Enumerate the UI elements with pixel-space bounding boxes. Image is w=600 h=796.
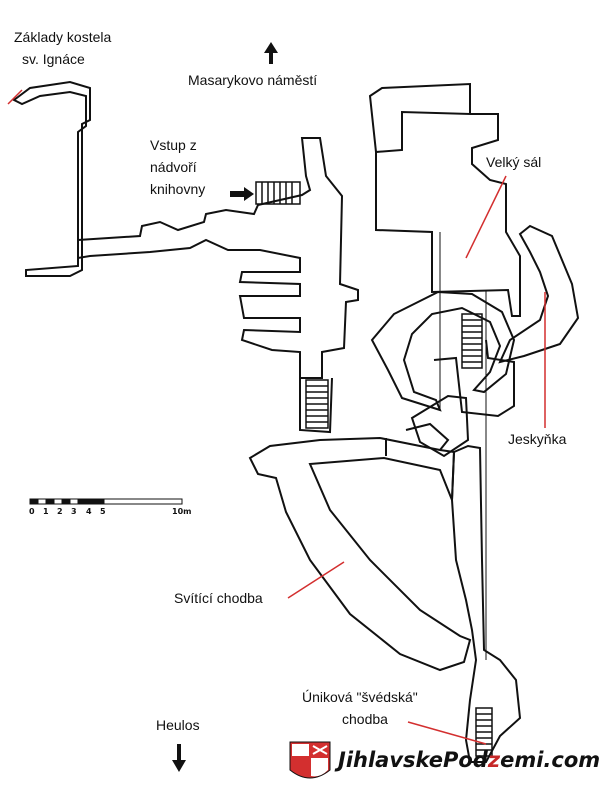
heulos-label: Heulos (156, 717, 200, 733)
grotto-label: Jeskyňka (508, 431, 567, 447)
brand-text-a: JihlavskePod (338, 748, 488, 772)
great-hall-outline (368, 82, 471, 154)
scale-tick-0: 0 (29, 507, 35, 516)
scale-bar (29, 498, 183, 505)
glowing-corridor-label: Svítící chodba (174, 590, 263, 606)
inner-loop-outline (370, 290, 516, 412)
brand-shield-icon (289, 741, 331, 779)
brand-text-c: emi.com (500, 748, 600, 772)
entrance-label-line3: knihovny (150, 181, 206, 197)
grotto-outline (498, 224, 580, 364)
glowing-corridor-outline (248, 436, 472, 672)
great-hall-room-outline (375, 113, 521, 317)
great-hall-label: Velký sál (486, 154, 542, 170)
hall-stairs (461, 313, 483, 369)
scale-tick-2: 2 (57, 507, 63, 516)
south-arrow-icon (172, 744, 186, 772)
glowing-corridor-pointer (287, 561, 345, 599)
inner-shaft-outline (410, 394, 470, 458)
entrance-arrow-icon (230, 187, 254, 201)
escape-corridor-label-line2: chodba (342, 711, 388, 727)
entrance-stairs (255, 181, 301, 205)
brand-text-b: z (487, 748, 501, 772)
inner-chamber-outline (433, 339, 515, 418)
scale-tick-5: 5 (100, 507, 106, 516)
south-corridor-outline (450, 444, 522, 763)
scale-tick-1: 1 (43, 507, 49, 516)
brand-text: JihlavskePodzemi.com (338, 748, 600, 772)
entrance-label-line2: nádvoří (150, 159, 197, 175)
north-arrow-icon (264, 42, 278, 64)
scale-tick-3: 3 (71, 507, 77, 516)
stair-passage-outline (299, 377, 333, 434)
great-hall-pointer (465, 175, 507, 259)
side-corridor-outline (385, 422, 450, 456)
escape-corridor-label-line1: Úniková "švédská" (302, 689, 418, 705)
scale-end-label: 10m (172, 507, 191, 516)
church-label-line1: Základy kostela (14, 29, 112, 45)
church-label-line2: sv. Ignáce (22, 51, 85, 67)
entrance-label-line1: Vstup z (150, 137, 197, 153)
church-pointer (7, 89, 23, 105)
church-corridor-outline (12, 80, 91, 277)
square-label: Masarykovo náměstí (188, 72, 318, 88)
scale-tick-4: 4 (86, 507, 92, 516)
escape-corridor-pointer (407, 721, 487, 745)
main-corridor-outline (77, 137, 359, 379)
